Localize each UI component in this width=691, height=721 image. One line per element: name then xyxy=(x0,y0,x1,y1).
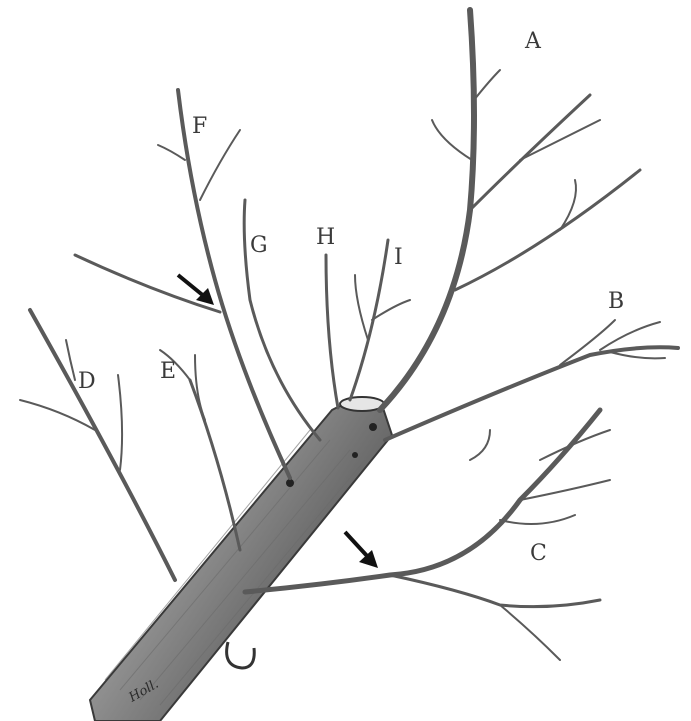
main-trunk xyxy=(90,401,392,721)
label-b: B xyxy=(608,289,624,314)
label-c: C xyxy=(530,541,547,566)
label-d: D xyxy=(78,369,96,394)
branch-h xyxy=(326,255,338,408)
knot xyxy=(352,452,358,458)
label-e: E xyxy=(160,359,176,384)
label-h: H xyxy=(316,225,335,250)
knot xyxy=(286,479,294,487)
label-i: I xyxy=(394,245,403,270)
arrow-icon xyxy=(345,532,378,568)
label-g: G xyxy=(250,233,268,258)
label-a: A xyxy=(524,29,542,54)
branch-d xyxy=(20,310,175,580)
trunk-loop xyxy=(227,642,255,668)
branch-f xyxy=(75,90,290,478)
knot xyxy=(369,423,377,431)
label-f: F xyxy=(192,114,207,139)
